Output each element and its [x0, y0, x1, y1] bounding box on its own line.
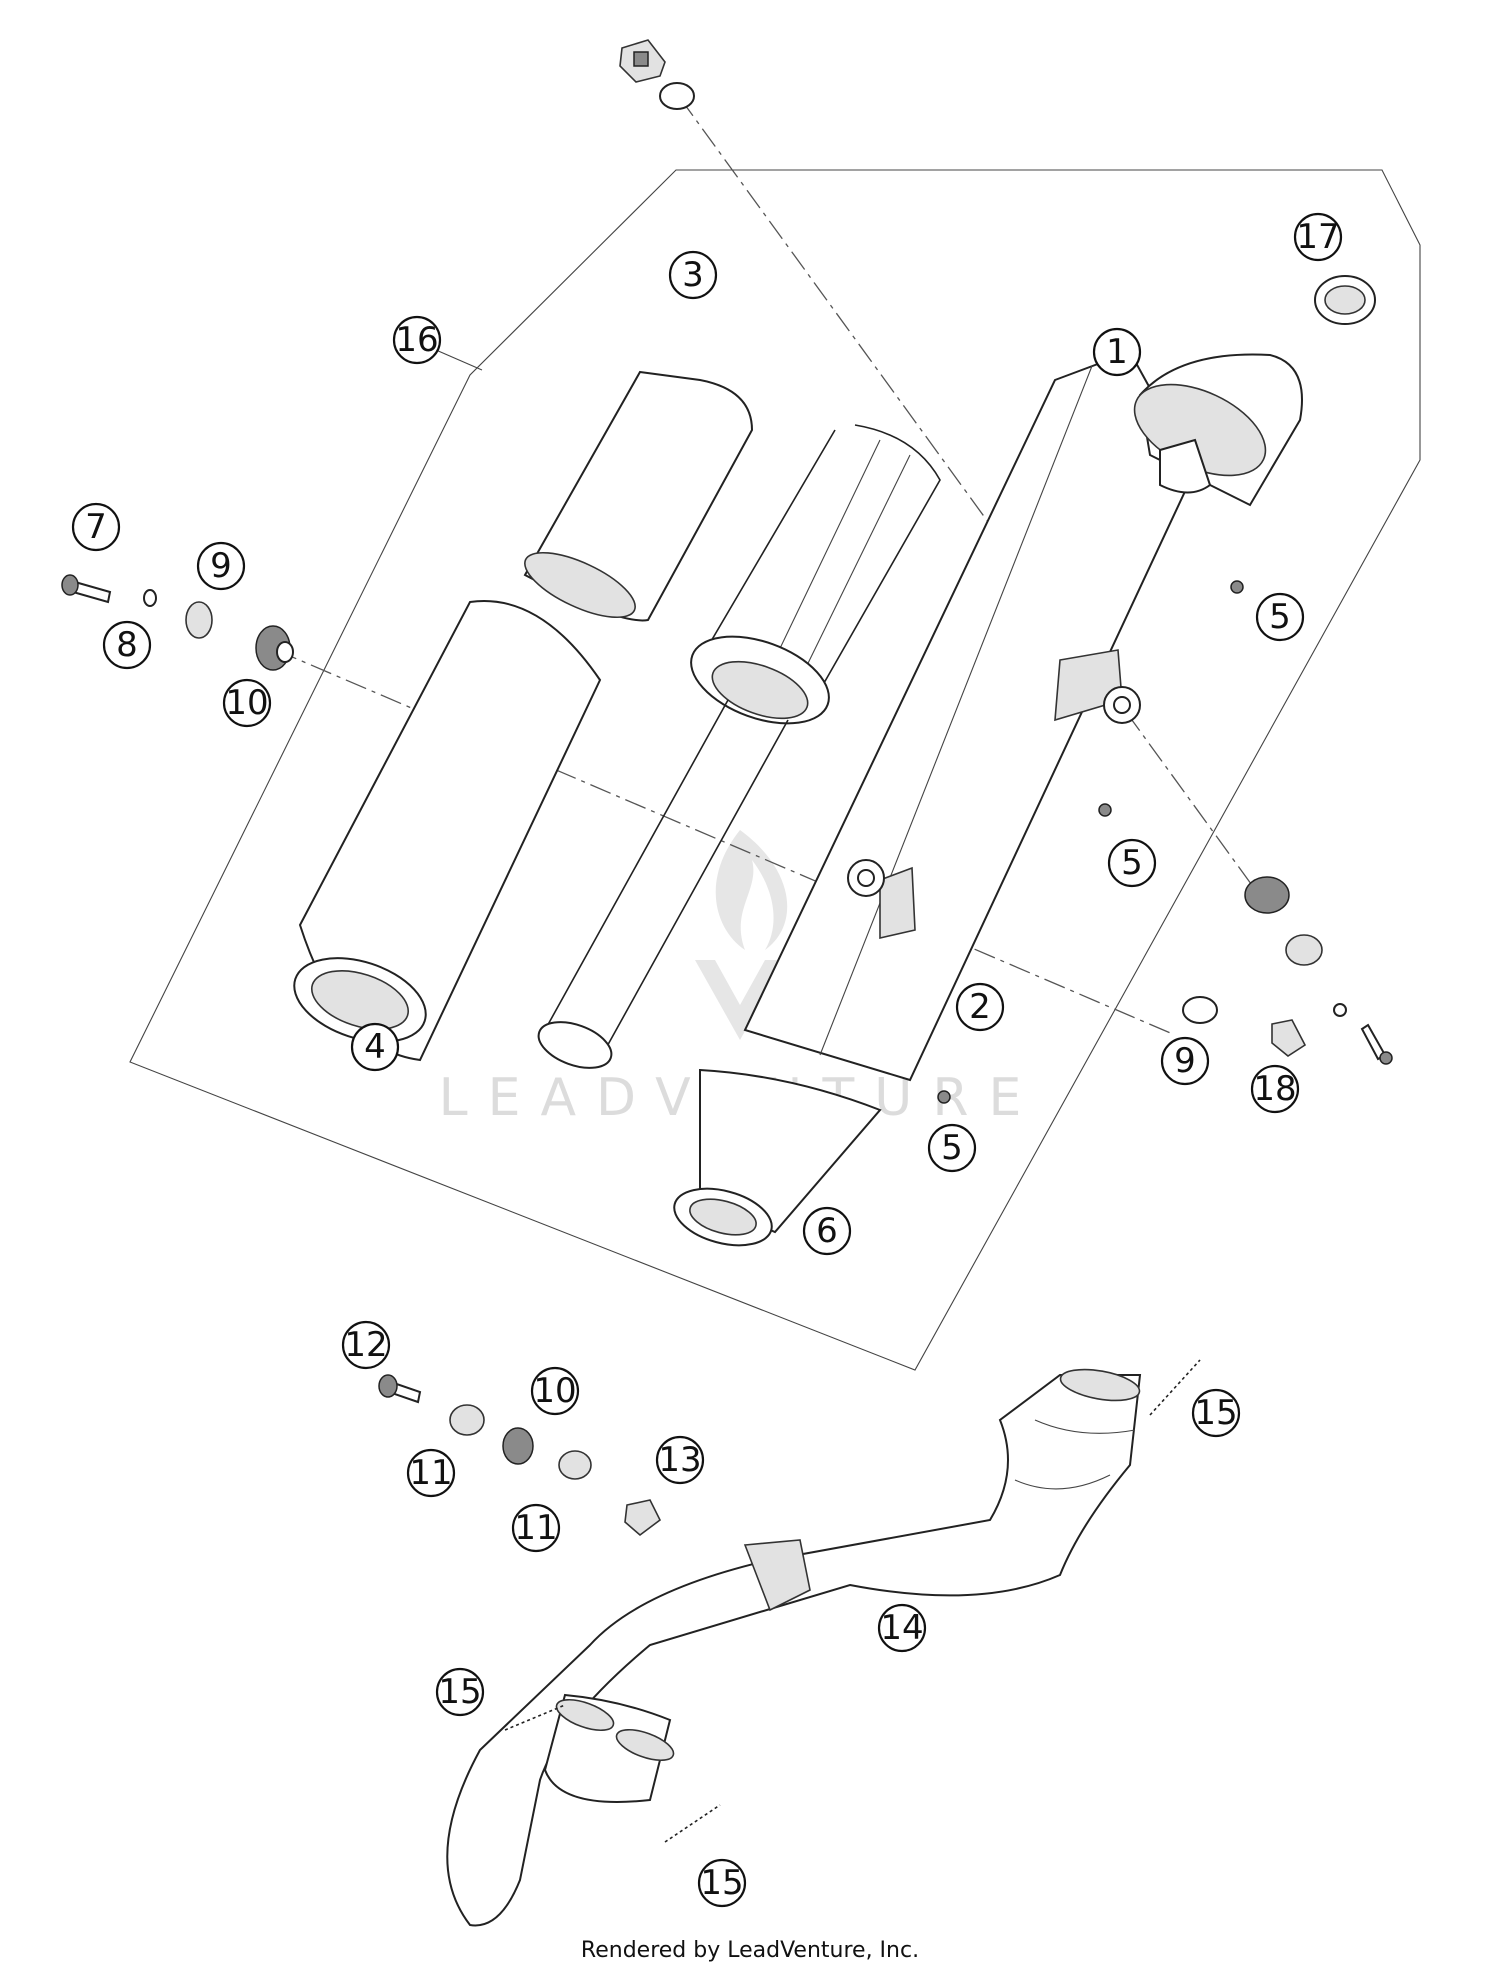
callout-5: 5 [1255, 592, 1305, 642]
callout-9: 9 [196, 541, 246, 591]
callout-16-leader [435, 349, 483, 371]
callout-label: 5 [941, 1128, 963, 1168]
callout-label: 5 [1121, 843, 1143, 883]
part-inner-sleeve [523, 370, 754, 622]
part-muffler-core [537, 424, 941, 1069]
callout-label: 15 [700, 1863, 743, 1903]
callout-2: 2 [955, 982, 1005, 1032]
callout-label: 17 [1296, 217, 1339, 257]
top-washer [659, 82, 695, 110]
callout-5: 5 [1107, 838, 1157, 888]
callout-label: 15 [438, 1672, 481, 1712]
callout-label: 4 [364, 1027, 386, 1067]
callout-label: 8 [116, 625, 138, 665]
callout-11: 11 [511, 1503, 561, 1553]
callout-10: 10 [530, 1366, 580, 1416]
part-header-pipe [446, 1368, 1142, 1927]
callout-label: 9 [1174, 1041, 1196, 1081]
callout-3: 3 [668, 250, 718, 300]
callout-label: 13 [658, 1440, 701, 1480]
callout-8: 8 [102, 620, 152, 670]
callout-label: 1 [1106, 332, 1128, 372]
callout-label: 2 [969, 987, 991, 1027]
callout-label: 15 [1194, 1393, 1237, 1433]
callout-15: 15 [435, 1667, 485, 1717]
callout-15: 15 [697, 1858, 747, 1908]
callout-16: 16 [392, 315, 442, 365]
callout-label: 16 [395, 320, 438, 360]
callout-label: 9 [210, 546, 232, 586]
callout-7: 7 [71, 502, 121, 552]
callout-label: 6 [816, 1211, 838, 1251]
callout-10: 10 [222, 678, 272, 728]
callout-label: 11 [409, 1453, 452, 1493]
callout-label: 3 [682, 255, 704, 295]
lower-mount-hardware [378, 1374, 662, 1537]
callout-12: 12 [341, 1320, 391, 1370]
right-mount-hardware [1182, 876, 1393, 1065]
callout-label: 10 [533, 1371, 576, 1411]
footer-credit: Rendered by LeadVenture, Inc. [580, 1938, 920, 1963]
callout-label: 10 [225, 683, 268, 723]
callout-6: 6 [802, 1206, 852, 1256]
callout-11: 11 [406, 1448, 456, 1498]
silencer-assembly-boundary [129, 169, 1421, 1371]
part-end-plug [1314, 275, 1376, 325]
callout-label: 11 [514, 1508, 557, 1548]
callout-9: 9 [1160, 1036, 1210, 1086]
callout-label: 12 [344, 1325, 387, 1365]
callout-5: 5 [927, 1123, 977, 1173]
callout-17: 17 [1293, 212, 1343, 262]
callout-label: 18 [1253, 1069, 1296, 1109]
screws [937, 580, 1244, 1104]
part-end-cap [1133, 353, 1303, 507]
left-mount-hardware [61, 574, 294, 671]
top-clip-nut [619, 39, 666, 83]
callout-18: 18 [1250, 1064, 1300, 1114]
callout-14: 14 [877, 1603, 927, 1653]
callout-label: 14 [880, 1608, 923, 1648]
callout-label: 5 [1269, 597, 1291, 637]
part-inlet-cone [673, 1068, 882, 1247]
part-silencer-body [743, 350, 1197, 1082]
callout-label: 7 [85, 507, 107, 547]
springs [504, 1359, 1201, 1843]
callout-4: 4 [350, 1022, 400, 1072]
part-outer-sleeve [293, 600, 602, 1062]
callout-13: 13 [655, 1435, 705, 1485]
callout-15: 15 [1191, 1388, 1241, 1438]
callout-1: 1 [1092, 327, 1142, 377]
